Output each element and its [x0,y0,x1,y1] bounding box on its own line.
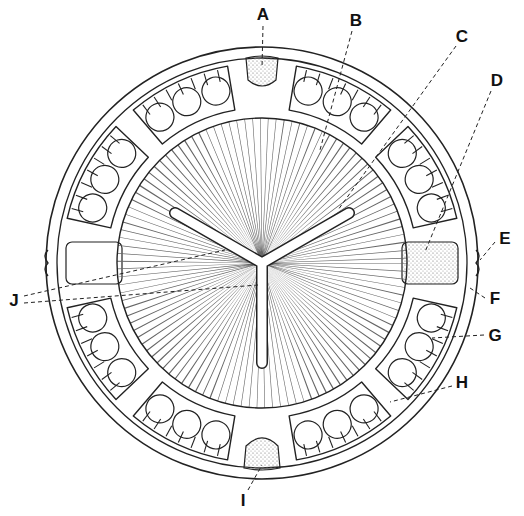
part-letter: D [491,72,503,89]
part-letter: C [456,28,468,45]
part-letter: F [490,290,500,307]
part-letter: E [499,230,510,247]
part-letter: G [488,327,501,344]
part-letter: B [350,12,362,29]
part-letter: J [9,292,18,309]
leader-lines [24,26,495,490]
part-letter: I [241,492,246,509]
part-letter: H [456,374,468,391]
part-letter: A [257,6,269,23]
